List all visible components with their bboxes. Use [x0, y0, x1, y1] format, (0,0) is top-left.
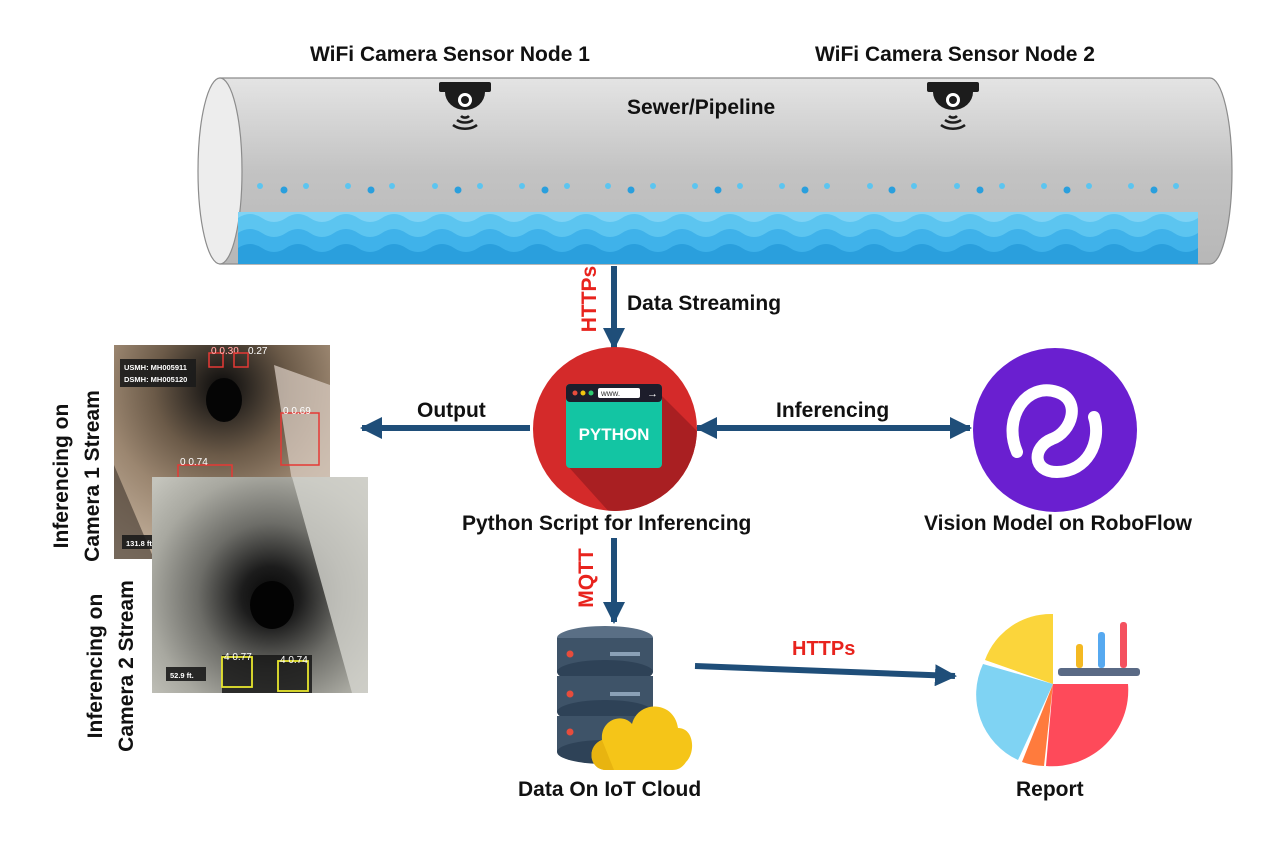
svg-text:USMH: MH005911: USMH: MH005911 [124, 363, 187, 372]
report-label: Report [1016, 778, 1084, 801]
protocol-mqtt-label: MQTT [575, 548, 598, 608]
arrow-cloud-to-report [694, 663, 957, 687]
svg-text:4 0.74: 4 0.74 [280, 655, 308, 666]
camera-1-side-label-line1: Inferencing on [50, 403, 73, 549]
camera-1-side-label: Inferencing on Camera 1 Stream [46, 386, 110, 566]
svg-text:131.8 ft.: 131.8 ft. [126, 539, 154, 548]
svg-text:0.27: 0.27 [248, 346, 268, 357]
camera-node-1-label: WiFi Camera Sensor Node 1 [310, 43, 590, 66]
svg-text:4 0.77: 4 0.77 [224, 652, 252, 663]
camera-node-2-label: WiFi Camera Sensor Node 2 [815, 43, 1095, 66]
svg-text:PYTHON: PYTHON [579, 425, 650, 444]
camera-dome-icon [439, 82, 491, 130]
protocol-https-label: HTTPs [578, 265, 601, 333]
python-script-label: Python Script for Inferencing [462, 512, 752, 535]
iot-cloud-label: Data On IoT Cloud [518, 778, 702, 801]
camera-1-side-label-line2: Camera 1 Stream [81, 390, 104, 562]
inferencing-label: Inferencing [776, 399, 890, 422]
cloud-icon [591, 706, 693, 770]
svg-text:52.9 ft.: 52.9 ft. [170, 671, 194, 680]
camera-2-side-label: Inferencing on Camera 2 Stream [80, 576, 144, 756]
svg-text:→: → [647, 388, 658, 400]
output-label: Output [417, 399, 486, 422]
python-script-icon: www. → PYTHON [533, 347, 697, 511]
camera-2-stream-image: 4 0.77 4 0.74 52.9 ft. [152, 477, 368, 693]
svg-text:DSMH: MH005120: DSMH: MH005120 [124, 375, 187, 384]
camera-2-side-label-line1: Inferencing on [84, 593, 107, 739]
svg-text:www.: www. [600, 389, 620, 398]
report-chart-icon [976, 613, 1140, 767]
svg-text:0 0.30: 0 0.30 [211, 346, 239, 357]
sewer-pipeline [197, 77, 1233, 265]
vision-model-label: Vision Model on RoboFlow [924, 512, 1192, 535]
camera-dome-icon [927, 82, 979, 130]
data-streaming-label: Data Streaming [627, 292, 782, 315]
roboflow-logo-icon [973, 348, 1137, 512]
camera-2-side-label-line2: Camera 2 Stream [115, 580, 138, 752]
camera-1-stream-image: USMH: MH005911 DSMH: MH005120 0 0.30 0.2… [114, 345, 330, 559]
pipeline-label: Sewer/Pipeline [627, 96, 776, 119]
svg-text:0 0.74: 0 0.74 [180, 457, 208, 468]
svg-text:0 0.69: 0 0.69 [283, 406, 311, 417]
protocol-https-cloud-label: HTTPs [792, 638, 856, 660]
